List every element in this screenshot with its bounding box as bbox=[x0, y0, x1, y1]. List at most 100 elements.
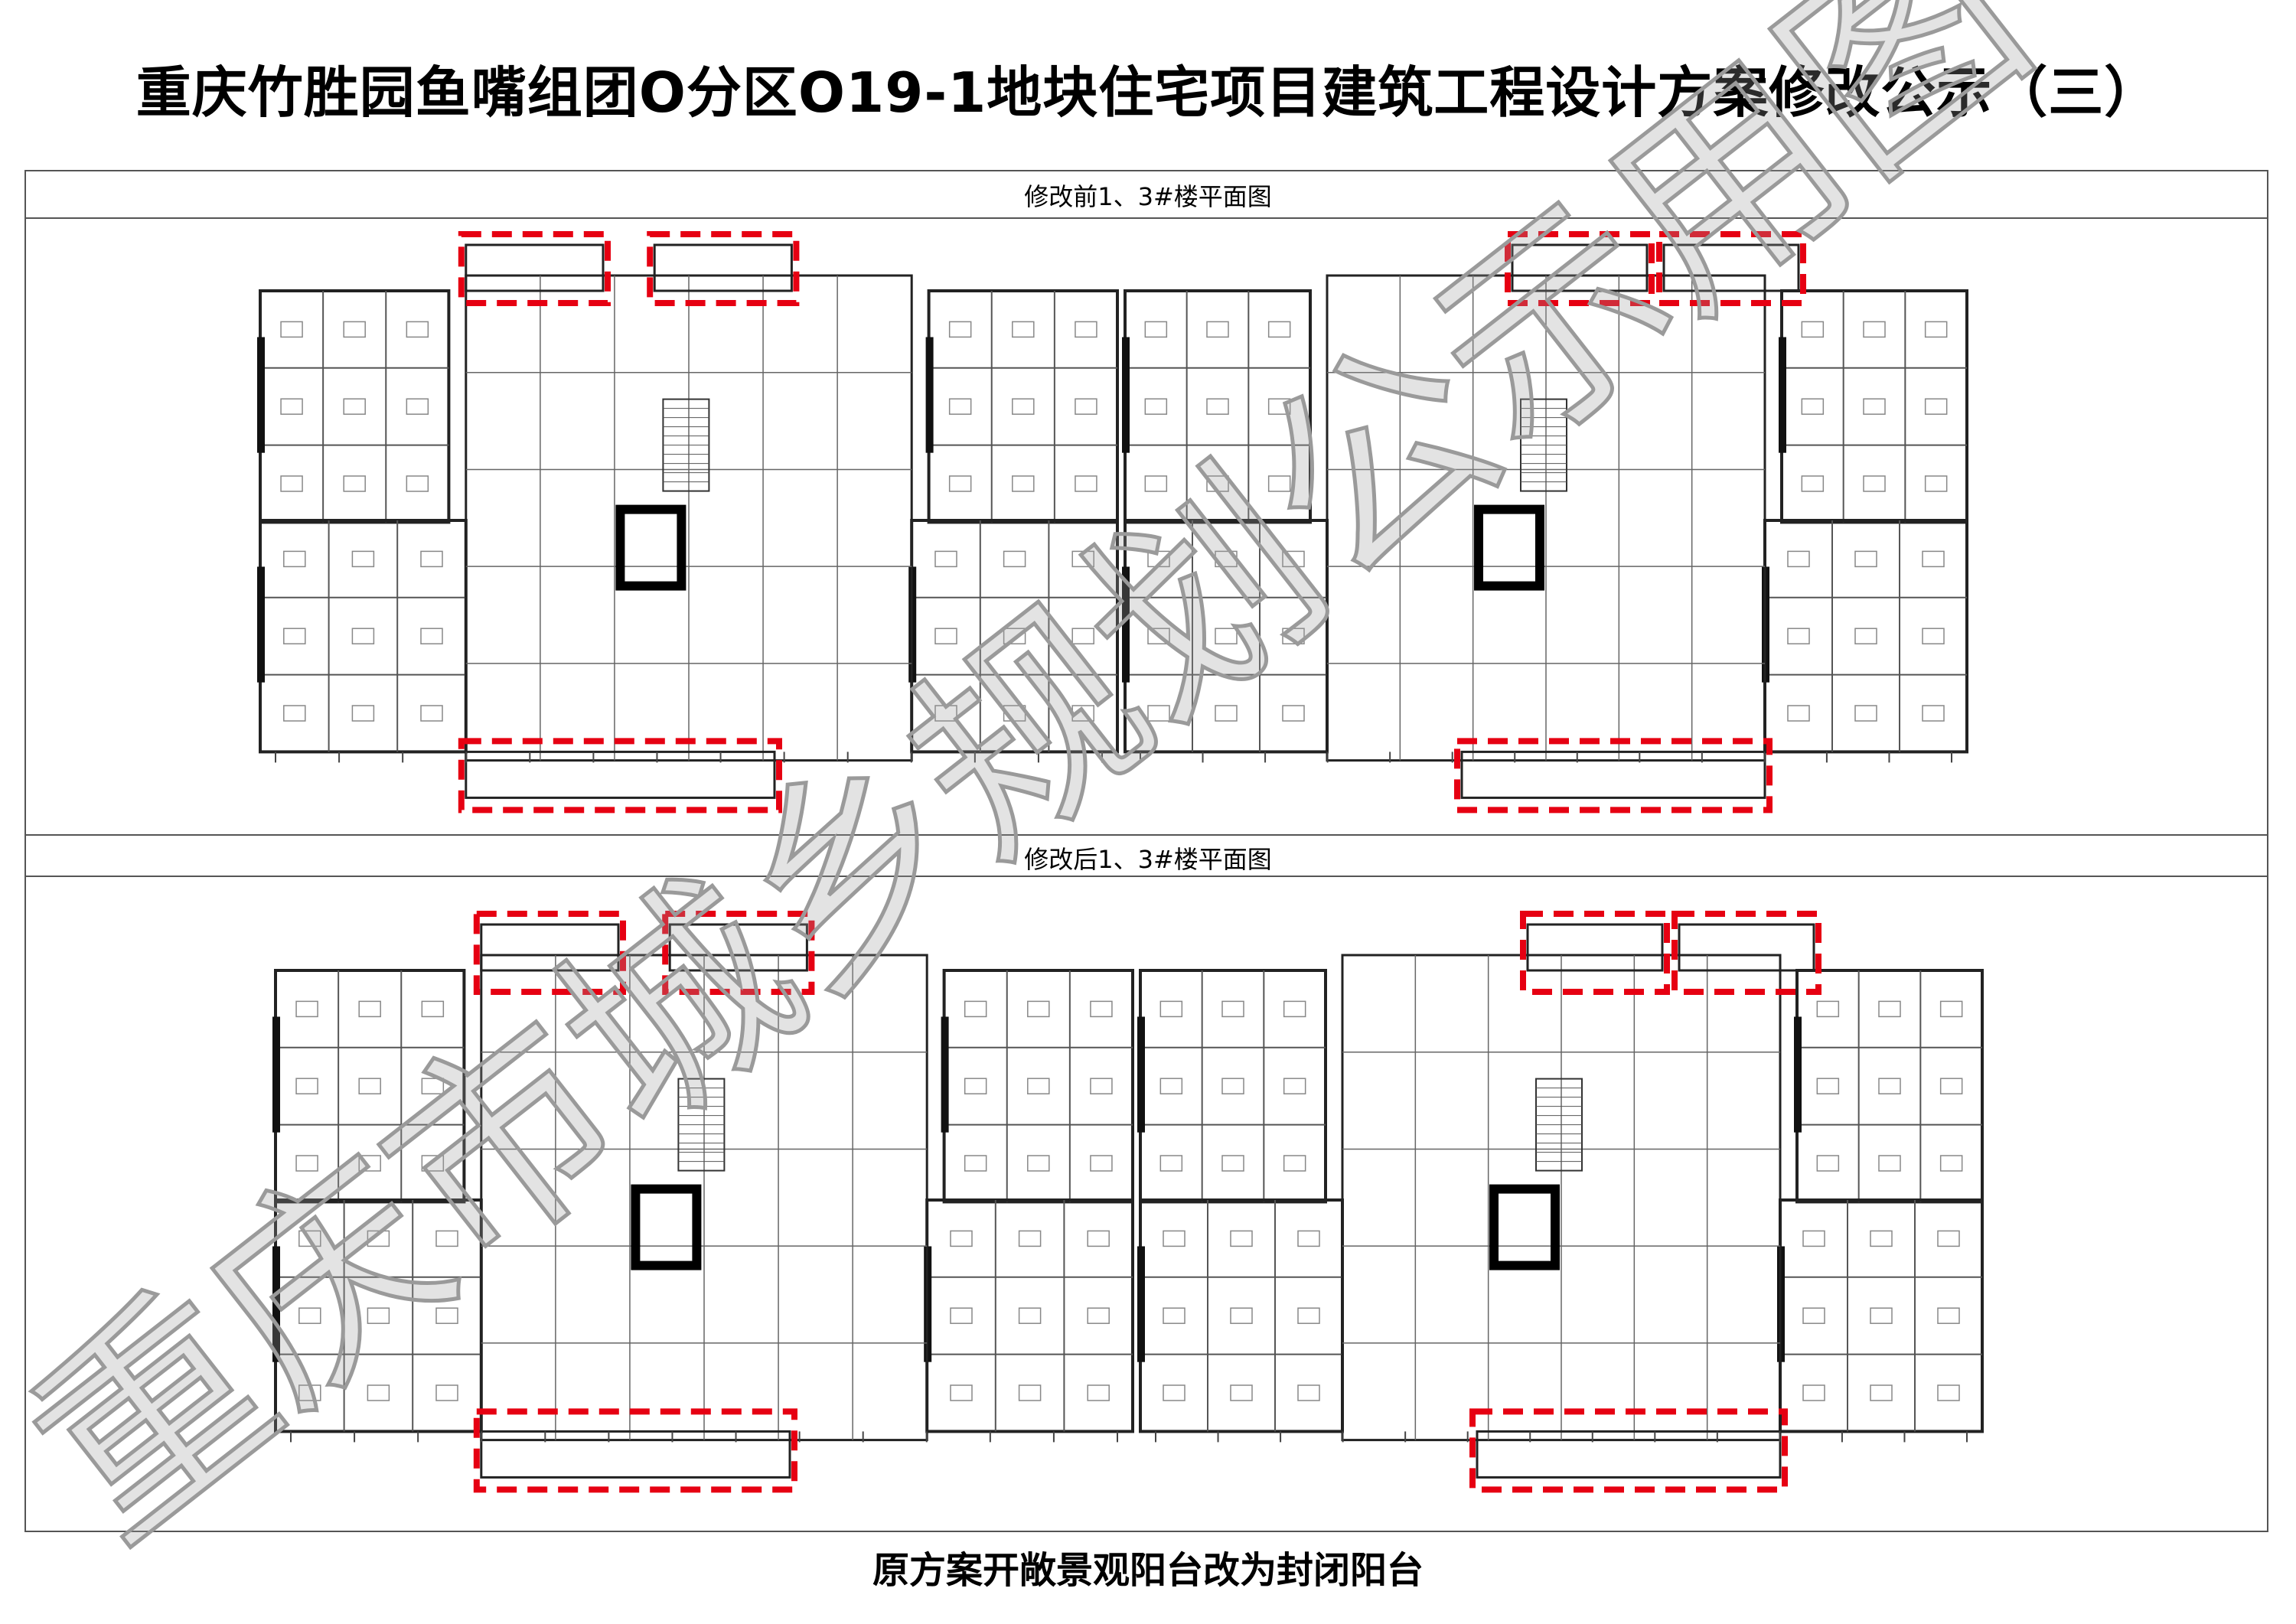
furniture bbox=[1159, 1000, 1183, 1018]
structural-wall bbox=[257, 337, 265, 453]
furniture bbox=[1937, 1230, 1960, 1247]
furniture bbox=[1206, 398, 1229, 415]
apartment-wing bbox=[274, 1198, 483, 1433]
furniture bbox=[343, 398, 366, 415]
furniture bbox=[420, 628, 443, 644]
furniture bbox=[420, 705, 443, 722]
building-plan bbox=[272, 911, 1134, 1493]
furniture bbox=[1163, 1307, 1186, 1324]
furniture bbox=[964, 1155, 987, 1172]
structural-wall bbox=[1137, 1246, 1145, 1362]
balcony bbox=[1662, 243, 1800, 292]
apartment-wing bbox=[259, 519, 468, 754]
furniture bbox=[934, 705, 957, 722]
furniture bbox=[1018, 1230, 1042, 1247]
highlight-box bbox=[1454, 738, 1773, 814]
furniture bbox=[1297, 1307, 1320, 1324]
furniture bbox=[1144, 475, 1168, 492]
furniture bbox=[1230, 1230, 1253, 1247]
apartment-wing bbox=[259, 289, 451, 524]
page-title: 重庆竹胜园鱼嘴组团O分区O19-1地块住宅项目建筑工程设计方案修改公示（三） bbox=[135, 60, 2161, 125]
apartment-wing bbox=[1124, 519, 1329, 754]
furniture bbox=[1802, 1230, 1825, 1247]
highlight-box bbox=[473, 1408, 797, 1493]
furniture bbox=[1144, 321, 1168, 338]
furniture bbox=[1937, 1384, 1960, 1401]
furniture bbox=[1939, 1155, 1963, 1172]
furniture bbox=[280, 398, 303, 415]
furniture bbox=[1230, 1307, 1253, 1324]
furniture bbox=[1282, 628, 1305, 644]
furniture bbox=[1878, 1000, 1901, 1018]
furniture bbox=[1027, 1078, 1050, 1094]
balcony bbox=[1511, 243, 1649, 292]
furniture bbox=[1003, 628, 1026, 644]
furniture bbox=[1924, 398, 1948, 415]
furniture bbox=[1267, 321, 1291, 338]
balcony bbox=[1678, 923, 1815, 972]
furniture bbox=[1075, 475, 1097, 492]
furniture bbox=[1863, 398, 1886, 415]
furniture bbox=[1924, 475, 1948, 492]
furniture bbox=[1802, 1307, 1825, 1324]
furniture bbox=[1937, 1307, 1960, 1324]
furniture bbox=[1297, 1230, 1320, 1247]
furniture bbox=[1922, 628, 1945, 644]
furniture bbox=[351, 628, 375, 644]
furniture bbox=[1147, 550, 1170, 568]
furniture bbox=[1221, 1000, 1244, 1018]
furniture bbox=[1206, 321, 1229, 338]
furniture bbox=[343, 475, 366, 492]
balcony bbox=[480, 923, 620, 972]
furniture bbox=[1870, 1384, 1893, 1401]
furniture bbox=[1922, 550, 1945, 568]
furniture bbox=[1163, 1384, 1186, 1401]
furniture bbox=[1090, 1155, 1113, 1172]
furniture bbox=[421, 1155, 445, 1172]
balcony bbox=[653, 243, 793, 292]
apartment-wing bbox=[1780, 289, 1968, 524]
furniture bbox=[948, 398, 972, 415]
furniture bbox=[1027, 1155, 1050, 1172]
furniture bbox=[1939, 1000, 1963, 1018]
furniture bbox=[406, 398, 429, 415]
furniture bbox=[1802, 1384, 1825, 1401]
highlight-box bbox=[1656, 231, 1806, 306]
apartment-wing bbox=[1139, 969, 1327, 1204]
furniture bbox=[358, 1155, 381, 1172]
furniture bbox=[1878, 1155, 1901, 1172]
highlight-box bbox=[1520, 911, 1670, 995]
furniture bbox=[1863, 321, 1886, 338]
furniture bbox=[1090, 1000, 1113, 1018]
furniture bbox=[934, 550, 957, 568]
furniture bbox=[1147, 628, 1170, 644]
highlight-box bbox=[473, 911, 626, 995]
furniture bbox=[1075, 321, 1097, 338]
furniture bbox=[298, 1307, 321, 1324]
furniture bbox=[964, 1078, 987, 1094]
structural-wall bbox=[941, 1016, 949, 1133]
furniture bbox=[1283, 1078, 1306, 1094]
apartment-wing bbox=[1779, 1198, 1984, 1433]
apartment-wing bbox=[1795, 969, 1984, 1204]
furniture bbox=[343, 321, 366, 338]
after-floor-plan bbox=[272, 911, 1984, 1493]
highlight-box bbox=[458, 231, 611, 306]
elevator-shaft bbox=[1474, 504, 1544, 591]
furniture bbox=[948, 321, 972, 338]
furniture bbox=[950, 1230, 973, 1247]
apartment-wing bbox=[274, 969, 466, 1204]
furniture bbox=[421, 1000, 445, 1018]
furniture bbox=[435, 1307, 458, 1324]
structural-wall bbox=[1137, 1016, 1145, 1133]
furniture bbox=[351, 550, 375, 568]
furniture bbox=[367, 1230, 390, 1247]
highlight-box bbox=[1671, 911, 1821, 995]
furniture bbox=[435, 1230, 458, 1247]
furniture bbox=[1027, 1000, 1050, 1018]
building-plan bbox=[257, 231, 1119, 814]
furniture bbox=[1801, 321, 1825, 338]
furniture bbox=[1283, 1000, 1306, 1018]
furniture bbox=[1267, 398, 1291, 415]
furniture bbox=[1854, 705, 1877, 722]
